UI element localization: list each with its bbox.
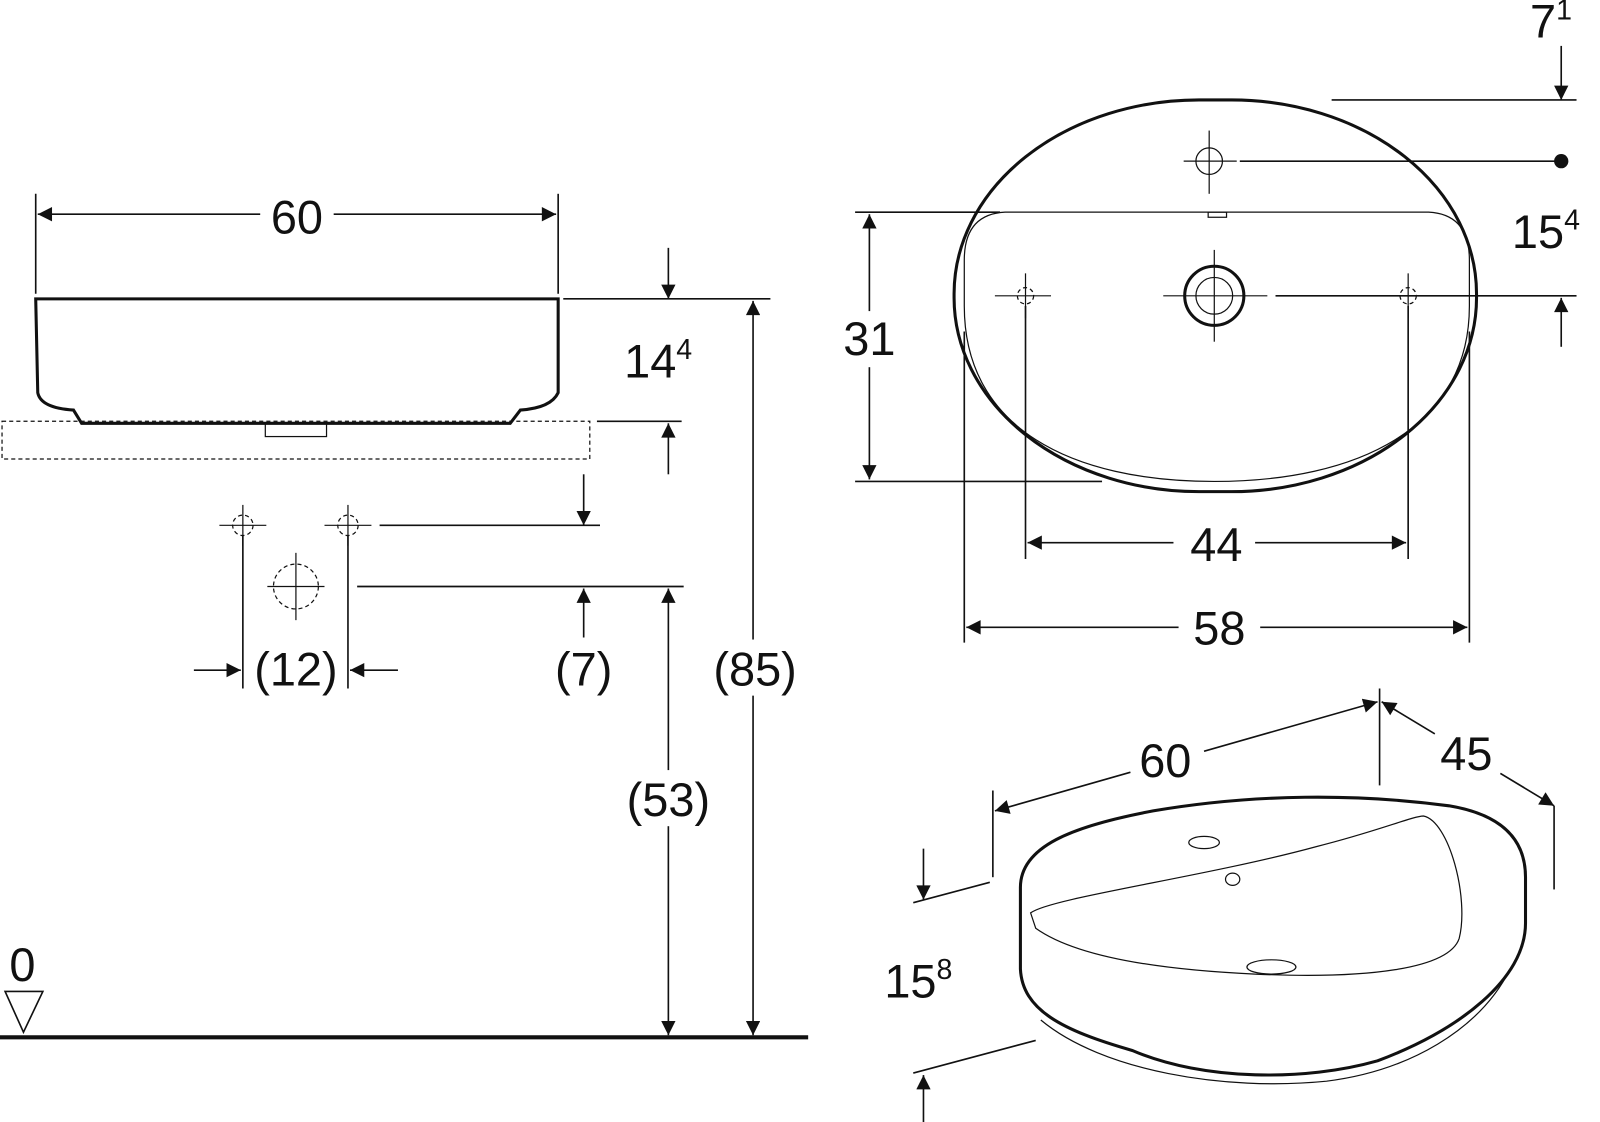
drain-symbol (1163, 249, 1268, 342)
basin-side-outline (34, 297, 560, 425)
total-height-label: (85) (713, 643, 796, 695)
overflow-hole-icon (1224, 872, 1241, 886)
depth-label: 45 (1440, 728, 1492, 780)
level-triangle-icon (3, 990, 45, 1035)
rim-height-label: 144 (624, 334, 692, 387)
tap-to-drain-label: 154 (1512, 205, 1580, 258)
basin-body-outline (1018, 795, 1528, 1077)
drain-outline (264, 422, 328, 438)
drain-icon (1246, 959, 1297, 975)
height-label: 158 (884, 954, 952, 1007)
tap-offset-label: (7) (555, 643, 612, 695)
width-label: 60 (271, 192, 323, 244)
basin-depth-label: 31 (843, 313, 895, 365)
counter-height-label: (53) (627, 774, 710, 826)
basin-bowl-perspective (1029, 815, 1463, 976)
side-view: 60 144 (7) (12) (0, 188, 809, 1040)
overflow-icon (1207, 211, 1228, 218)
tap-hole-symbol (1183, 130, 1237, 194)
basin-bowl-outline (963, 211, 1470, 483)
side-hole-left-symbol (994, 273, 1052, 319)
tap-spacing-label: (12) (254, 643, 337, 695)
countertop-outline (1, 420, 591, 460)
hole-spacing-label: 44 (1190, 519, 1242, 571)
perspective-view: 60 45 158 (884, 688, 1555, 1122)
length-label: 60 (1139, 735, 1191, 787)
top-view: 71 154 31 44 58 (836, 0, 1580, 656)
overall-width-label: 58 (1193, 603, 1245, 655)
edge-offset-label: 71 (1530, 0, 1572, 48)
tap-hole-icon (1188, 835, 1220, 850)
drain-symbol (267, 552, 325, 621)
base-outline (1040, 968, 1511, 1085)
floor-level-label: 0 (9, 939, 35, 991)
